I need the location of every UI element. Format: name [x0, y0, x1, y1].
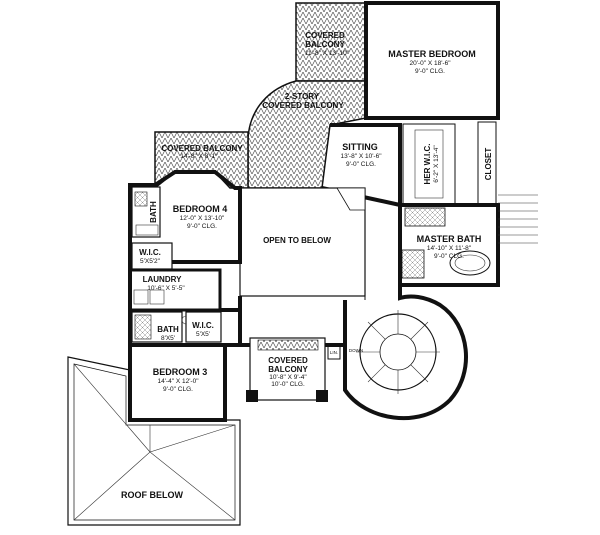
- bedroom4-dims: 12'-0" X 13'-10": [180, 215, 225, 222]
- sitting-clg: 9'-0" CLG.: [346, 161, 376, 168]
- master-bath-clg: 9'-0" CLG.: [434, 253, 464, 260]
- wic-lower-label: W.I.C.: [192, 321, 214, 330]
- roof-below-label: ROOF BELOW: [121, 490, 183, 500]
- bath-lower-dims: 8'X5': [161, 335, 175, 342]
- open-to-below-label: OPEN TO BELOW: [263, 236, 331, 245]
- two-story-balcony: 2-STORY COVERED BALCONY: [247, 80, 367, 189]
- wic-lower: W.I.C. 5'X5': [185, 311, 222, 343]
- master-bath: MASTER BATH 14'-10" X 11'-8" 9'-0" CLG.: [398, 194, 538, 287]
- closet: CLOSET: [477, 121, 497, 207]
- bath-lower: BATH 8'X5': [131, 311, 191, 343]
- balcony-left-dims: 14'-8" X 8'-1": [180, 153, 218, 160]
- covered-balcony-top: COVERED BALCONY 11'-8" X 13'-10": [295, 2, 367, 82]
- balcony-bottom-dims: 10'-8" X 9'-4": [269, 374, 307, 381]
- two-story-label-1: 2-STORY: [285, 92, 320, 101]
- balcony-bottom-clg: 10'-0" CLG.: [271, 381, 305, 388]
- wic-lower-dims: 5'X5': [196, 331, 210, 338]
- laundry-dims: 10'-6" X 5'-5": [147, 285, 185, 292]
- master-bedroom-dims: 20'-0" X 18'-6": [409, 60, 451, 67]
- sitting-label: SITTING: [342, 142, 378, 152]
- master-bath-label: MASTER BATH: [417, 234, 482, 244]
- wic-upper: W.I.C. 5'X5'2": [131, 242, 173, 270]
- roof-below: ROOF BELOW: [67, 356, 241, 526]
- master-bath-dims: 14'-10" X 11'-8": [427, 245, 472, 252]
- master-bedroom-label: MASTER BEDROOM: [388, 49, 476, 59]
- stair-down-label: DOWN: [349, 348, 363, 353]
- master-bedroom: MASTER BEDROOM 20'-0" X 18'-6" 9'-0" CLG…: [364, 1, 500, 120]
- master-bedroom-clg: 9'-0" CLG.: [415, 68, 445, 75]
- balcony-top-dims: 11'-8" X 13'-10": [305, 50, 350, 57]
- linen-label: LIN.: [330, 350, 338, 355]
- bedroom4-label: BEDROOM 4: [173, 204, 228, 214]
- balcony-bottom-label-1: COVERED: [268, 356, 308, 365]
- open-to-below: OPEN TO BELOW: [239, 187, 366, 297]
- bedroom3-dims: 14'-4" X 12'-0": [157, 378, 199, 385]
- linen-closet: LIN.: [327, 344, 341, 360]
- wic-upper-label: W.I.C.: [139, 248, 161, 257]
- balcony-top-label-1: COVERED: [305, 31, 345, 40]
- bedroom4-clg: 9'-0" CLG.: [187, 223, 217, 230]
- bedroom-3: BEDROOM 3 14'-4" X 12'-0" 9'-0" CLG.: [128, 343, 227, 422]
- bath-upper-label: BATH: [149, 201, 158, 223]
- laundry: LAUNDRY 10'-6" X 5'-5": [128, 268, 222, 312]
- balcony-left-label: COVERED BALCONY: [161, 144, 243, 153]
- balcony-bottom-label-2: BALCONY: [268, 365, 308, 374]
- covered-balcony-bottom: COVERED BALCONY 10'-8" X 9'-4" 10'-0" CL…: [246, 337, 328, 402]
- closet-label: CLOSET: [484, 148, 493, 181]
- bath-lower-label: BATH: [157, 325, 179, 334]
- wic-upper-dims: 5'X5'2": [140, 258, 161, 265]
- her-wic: HER W.I.C. 6'-2" X 13'-4": [402, 123, 456, 205]
- circular-stair: DOWN: [343, 285, 468, 421]
- her-wic-label: HER W.I.C.: [423, 144, 432, 185]
- her-wic-dims: 6'-2" X 13'-4": [433, 145, 440, 183]
- bath-upper: BATH: [131, 186, 161, 238]
- covered-balcony-left: COVERED BALCONY 14'-8" X 8'-1": [154, 131, 249, 190]
- balcony-top-label-2: BALCONY: [305, 40, 345, 49]
- sitting-dims: 13'-8" X 10'-6": [340, 153, 382, 160]
- laundry-label: LAUNDRY: [143, 275, 182, 284]
- bedroom3-label: BEDROOM 3: [153, 367, 208, 377]
- two-story-label-2: COVERED BALCONY: [262, 101, 344, 110]
- bedroom3-clg: 9'-0" CLG.: [163, 386, 193, 393]
